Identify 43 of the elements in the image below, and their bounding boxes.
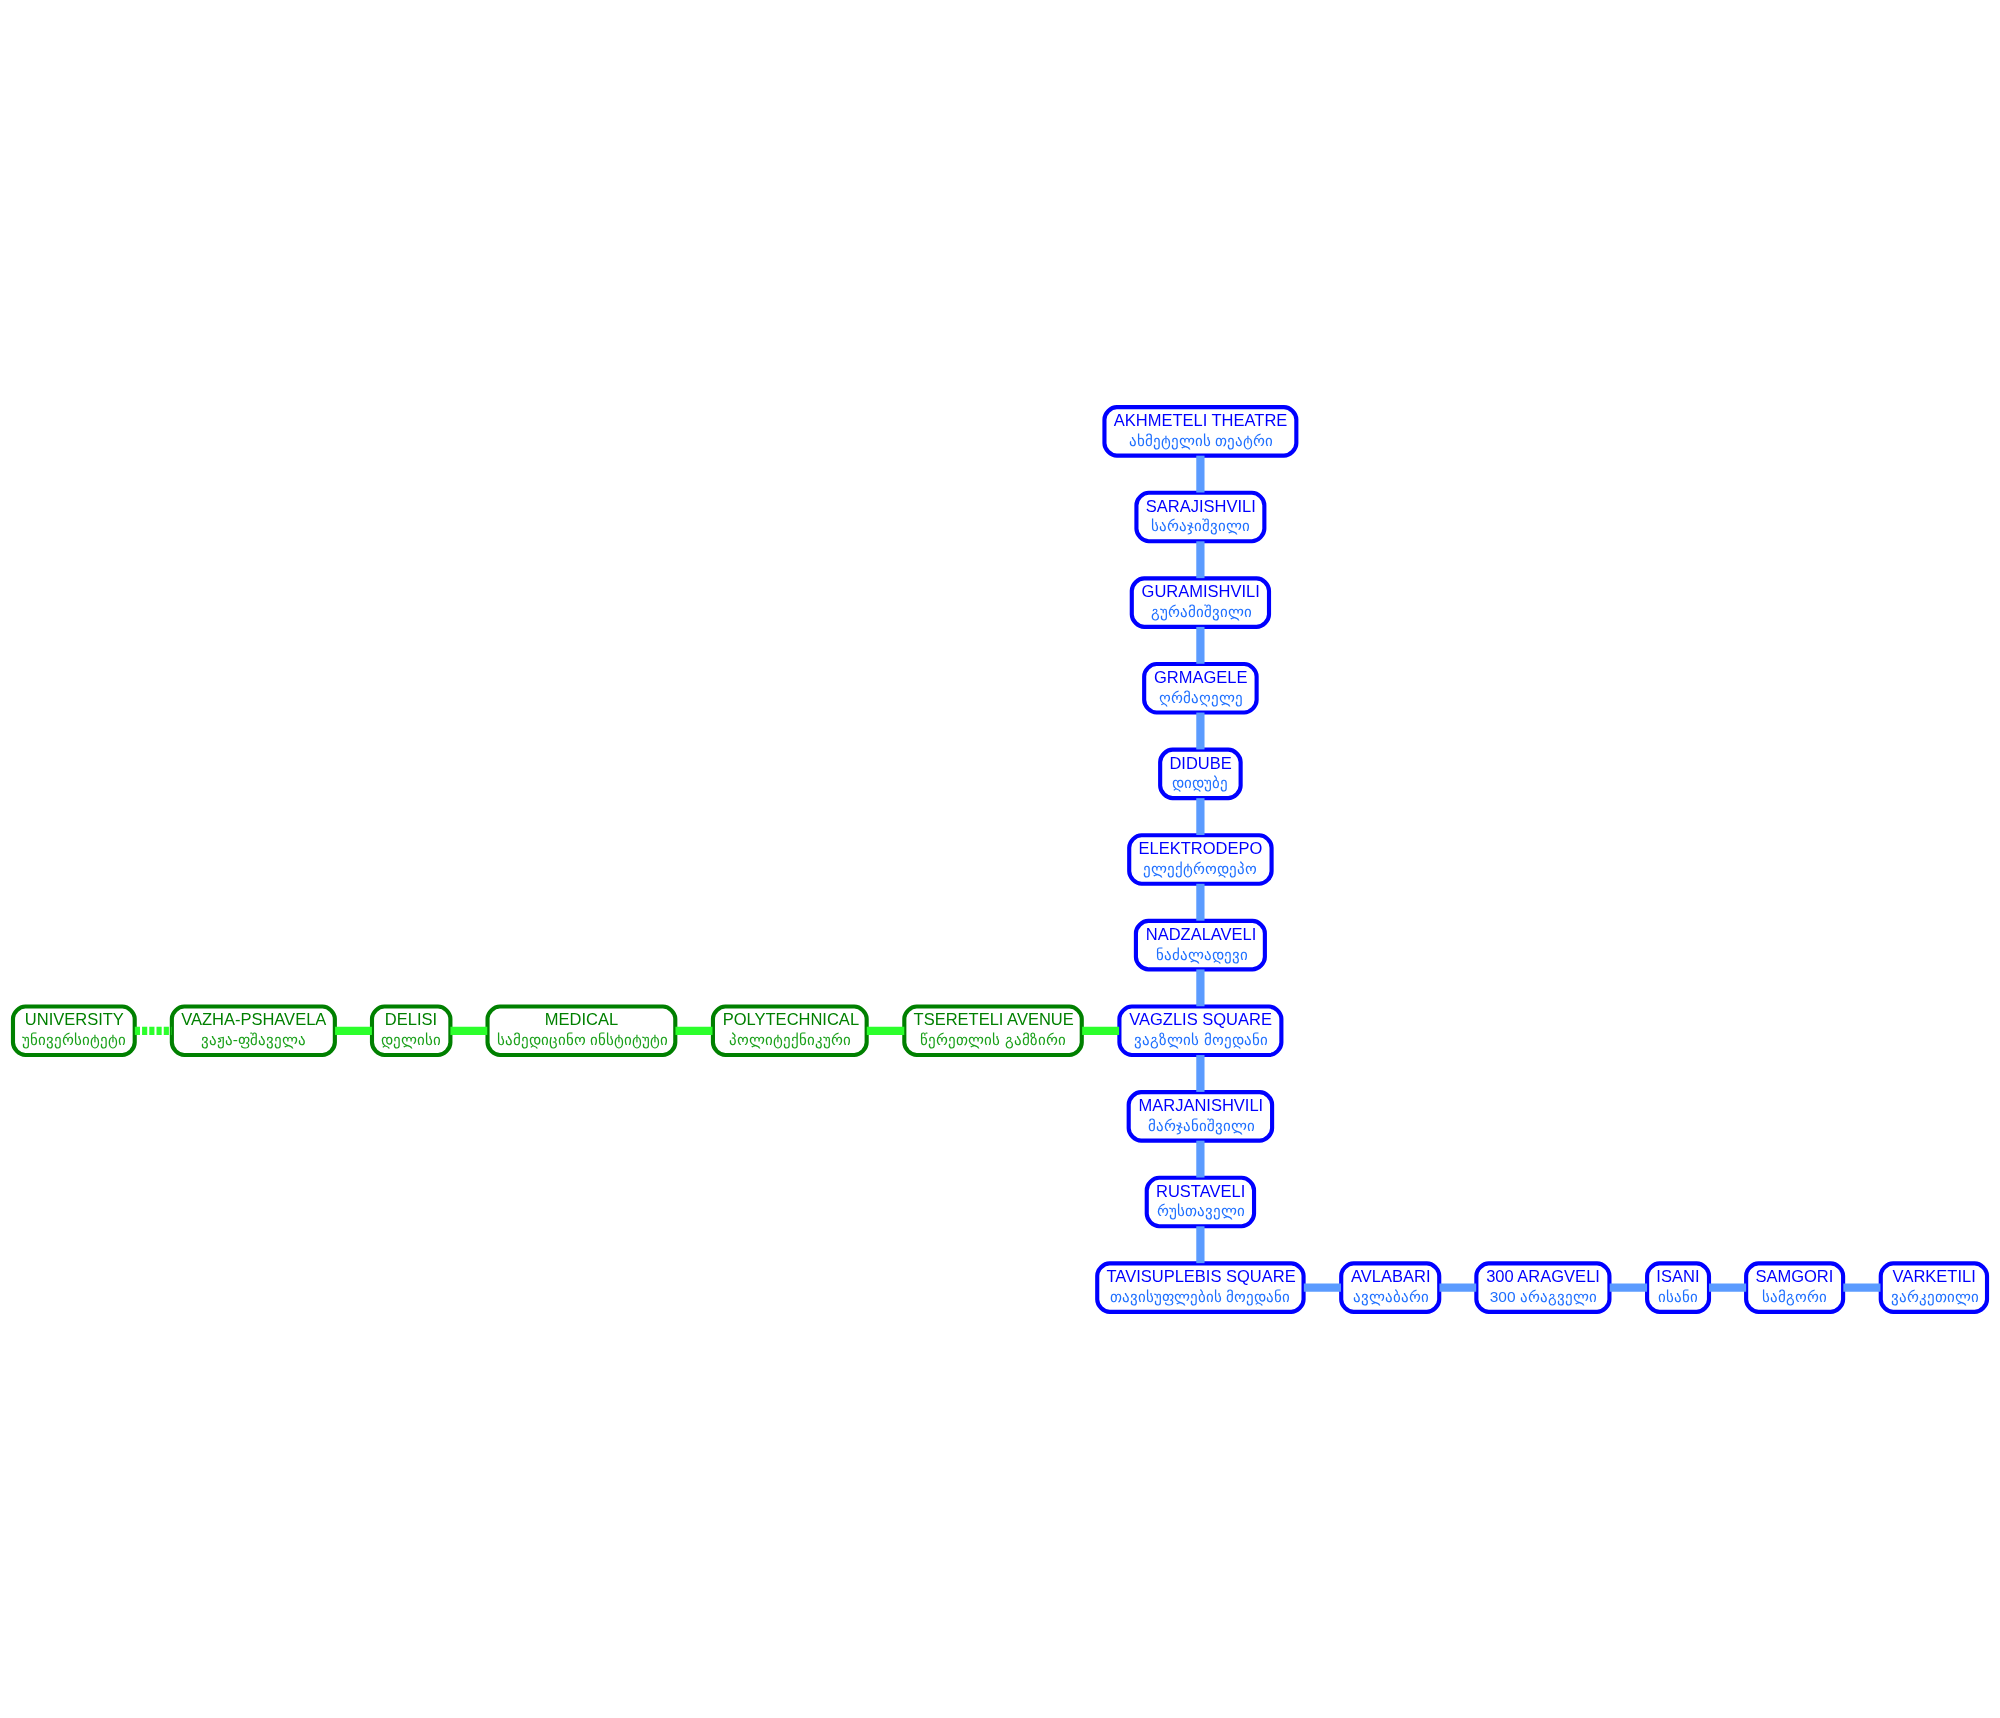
node-box: DIDUBE დიდუბე [1158, 747, 1243, 800]
node-box: 300 ARAGVELI 300 არაგველი [1474, 1260, 1612, 1314]
node-box: SARAJISHVILI სარაჯიშვილი [1134, 490, 1267, 543]
connector [1196, 883, 1205, 921]
node-box: AKHMETELI THEATRE ახმეტელის თეატრი [1102, 404, 1299, 458]
node-box: SAMGORI სამგორი [1744, 1260, 1846, 1314]
node-box: MARJANISHVILI მარჯანიშვილი [1126, 1089, 1275, 1143]
node-box: ELEKTRODEPO ელექტროდეპო [1127, 832, 1274, 886]
node-box: MEDICAL სამედიცინო ინსტიტუტი [485, 1003, 678, 1057]
node-box: POLYTECHNICAL პოლიტექნიკური [710, 1003, 869, 1057]
node-box: DELISI დელისი [369, 1003, 453, 1057]
node-box: GRMAGELE ღრმაღელე [1142, 661, 1259, 715]
connector [1196, 1054, 1205, 1092]
connector [1196, 455, 1205, 493]
connector [1196, 1140, 1205, 1178]
connector [675, 1026, 713, 1035]
node-box: TAVISUPLEBIS SQUARE თავისუფლების მოედანი [1095, 1260, 1306, 1314]
node-box: AVLABARI ავლაბარი [1339, 1260, 1442, 1314]
node-box: VAZHA-PSHAVELA ვაჟა-ფშაველა [169, 1003, 337, 1057]
connector [1196, 1225, 1205, 1263]
node-box: NADZALAVELI ნაძალადევი [1133, 918, 1267, 971]
connector [134, 1026, 172, 1035]
node-box: UNIVERSITY უნივერსიტეტი [10, 1003, 137, 1057]
connector [1196, 626, 1205, 664]
connector [1709, 1283, 1747, 1292]
connector [335, 1026, 372, 1035]
node-box: RUSTAVELI რუსთაველი [1144, 1175, 1257, 1228]
connector [866, 1026, 905, 1035]
node-box: TSERETELI AVENUE წერეთლის გამზირი [902, 1003, 1084, 1057]
connector [1082, 1026, 1120, 1035]
connector [1196, 540, 1205, 578]
connector [1439, 1283, 1477, 1292]
connector [450, 1026, 488, 1035]
node-box: ISANI ისანი [1645, 1260, 1712, 1314]
connector [1196, 797, 1205, 835]
connector [1303, 1283, 1341, 1292]
connector [1843, 1283, 1881, 1292]
node-box: VAGZLIS SQUARE ვაგზლის მოედანი [1117, 1003, 1284, 1057]
connector [1196, 712, 1205, 749]
connector [1609, 1283, 1648, 1292]
connector [1196, 968, 1205, 1006]
node-box: VARKETILI ვარკეთილი [1878, 1260, 1990, 1314]
node-box: GURAMISHVILI გურამიშვილი [1129, 575, 1272, 629]
